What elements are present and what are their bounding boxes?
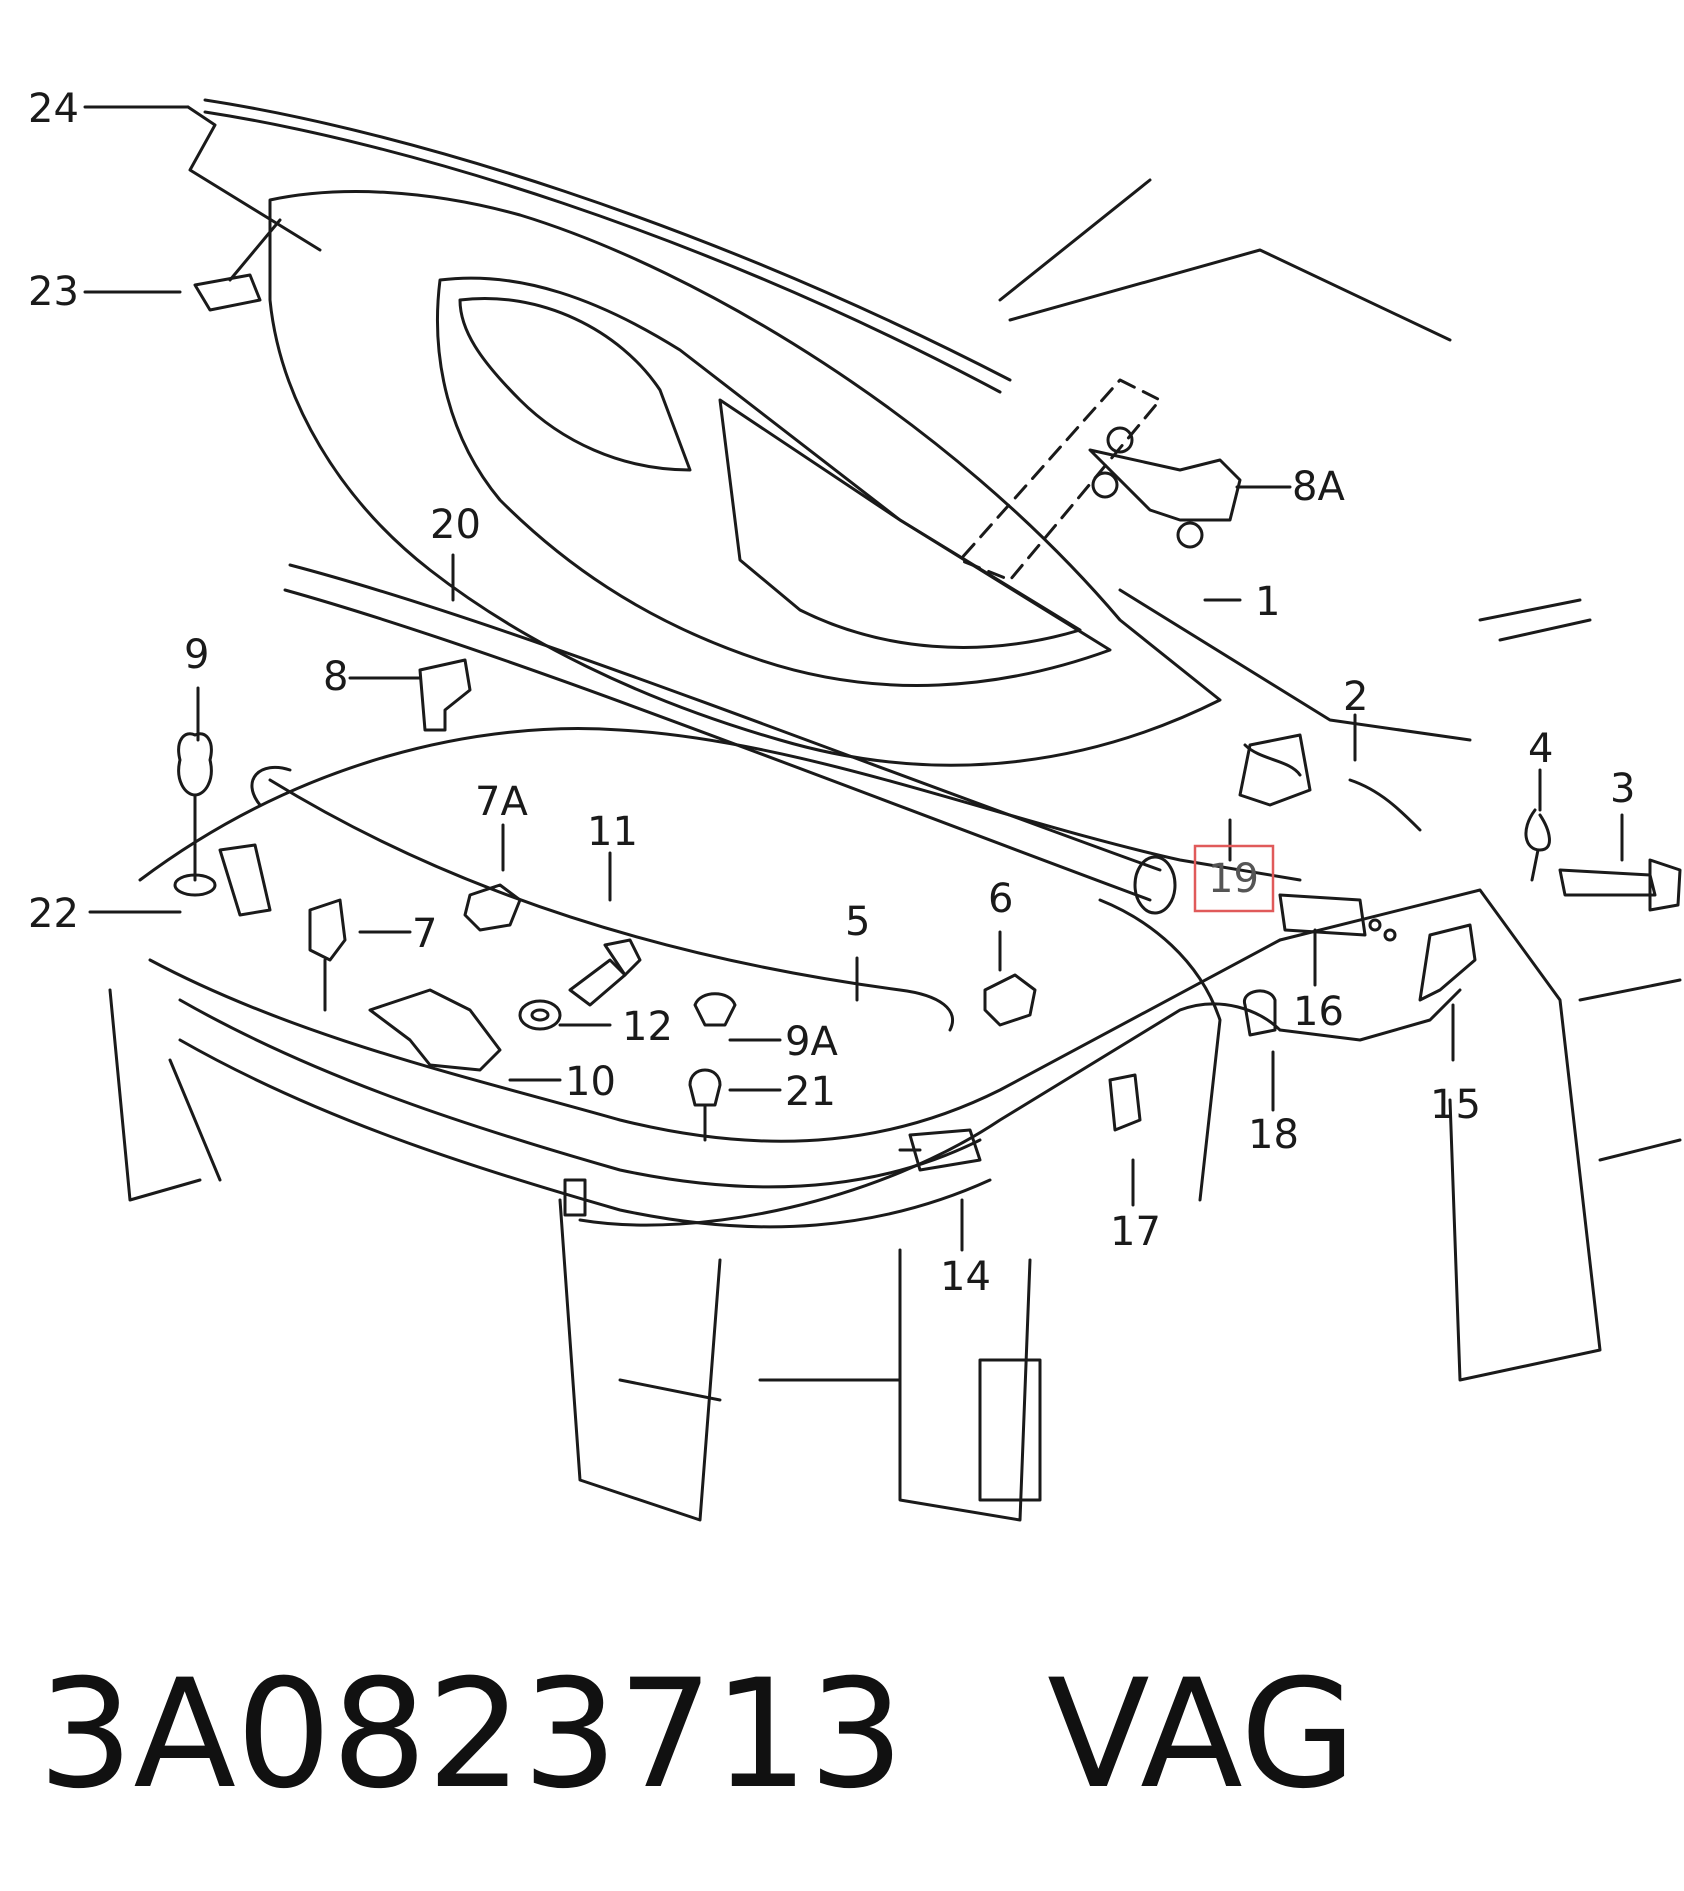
hood-inner-frame [436,276,1112,687]
part-number-caption: 3A0823713 VAG [38,1660,1356,1810]
bumper-front-2 [168,1058,222,1182]
part-label-10: 10 [565,1059,616,1105]
seal-strip-24 [203,98,1012,382]
nut-7A [463,883,522,932]
front-frame-mid [148,938,1282,1143]
body-line-1 [998,178,1152,302]
part-label-17: 17 [1110,1209,1161,1255]
part-label-24: 24 [28,86,79,132]
part-label-15: 15 [1430,1082,1481,1128]
brand-name: VAG [1047,1648,1357,1822]
latch-19-part [1243,743,1302,777]
seal-strip-20-b [283,588,1152,902]
part-label-5: 5 [845,899,870,945]
fender-right [1278,888,1602,1382]
buffer-23 [193,218,282,312]
lower-bracket [978,1358,1042,1502]
part-label-9A: 9A [785,1019,838,1065]
part-label-1: 1 [1255,579,1280,625]
part-label-7A: 7A [475,779,528,825]
handle-14 [898,1128,982,1172]
clip-9A [693,992,737,1027]
bracket-8 [418,658,472,732]
part-label-2: 2 [1343,674,1368,720]
washer-12 [518,999,562,1031]
part-label-23: 23 [28,269,79,315]
part-label-11: 11 [587,809,638,855]
hood-window-right [718,398,1082,649]
grommet-18 [1243,989,1277,1037]
highlight-box-19 [1193,844,1275,913]
lever-15 [1418,923,1477,1002]
seal-strip-20 [288,563,1162,872]
part-label-8: 8 [323,654,348,700]
bolt-11 [568,938,642,1007]
part-label-16: 16 [1293,989,1344,1035]
clip-17 [1108,1073,1142,1132]
body-line-3 [1118,588,1472,742]
line-drawing [83,98,1682,1522]
cable-5 [268,778,954,1032]
part-label-12: 12 [622,1004,673,1050]
lower-support-1 [558,1198,722,1522]
part-label-22: 22 [28,891,79,937]
seal-strip-24-inner [203,110,1002,394]
hood-window-left [458,297,692,472]
bumper-front [108,988,202,1202]
front-frame-top [138,727,1302,882]
spring-4 [1524,808,1551,882]
hood-outline [268,190,1222,767]
cable-to-latch [1278,988,1462,1042]
dashed-region-8A [958,378,1162,582]
strut-tower [1098,898,1222,1202]
part-label-18: 18 [1248,1112,1299,1158]
cable-14 [578,1002,1282,1227]
fender-right-edge-2 [1598,1138,1682,1162]
body-line-4 [1478,598,1582,622]
part-label-19: 19 [1208,856,1259,902]
body-line-2 [1008,248,1452,342]
front-frame-inner [178,998,982,1189]
part-label-20: 20 [430,502,481,548]
clamp-21 [688,1068,722,1142]
part-label-7: 7 [412,911,437,957]
bracket-7 [308,898,347,1012]
cable-loop [250,765,292,807]
lock-bracket-2 [1238,733,1422,832]
part-label-14: 14 [940,1254,991,1300]
bolt-3 [1558,858,1682,912]
latch-10 [368,988,502,1072]
fender-right-edge [1578,978,1682,1002]
part-label-8A: 8A [1292,464,1345,510]
hinge-8A [1088,426,1242,549]
body-line-5 [1498,618,1592,642]
lower-support-3 [898,1248,1032,1522]
seal-strip-20-end [1133,855,1177,915]
seal-22 [218,843,272,917]
part-label-21: 21 [785,1069,836,1115]
part-label-4: 4 [1528,726,1553,772]
connector-small [563,1178,587,1217]
lower-support-2 [618,1378,722,1402]
grommet-9 [173,732,217,897]
part-number: 3A0823713 [38,1648,905,1822]
nut-6 [983,973,1037,1027]
part-label-6: 6 [988,876,1013,922]
crossmember-lower [178,1038,992,1229]
part-label-3: 3 [1610,766,1635,812]
part-labels: 24 23 20 9 8 8A 1 2 4 3 7A 11 5 6 19 22 … [28,86,1635,1300]
part-label-9: 9 [184,632,209,678]
cable-end-16 [1278,893,1397,942]
